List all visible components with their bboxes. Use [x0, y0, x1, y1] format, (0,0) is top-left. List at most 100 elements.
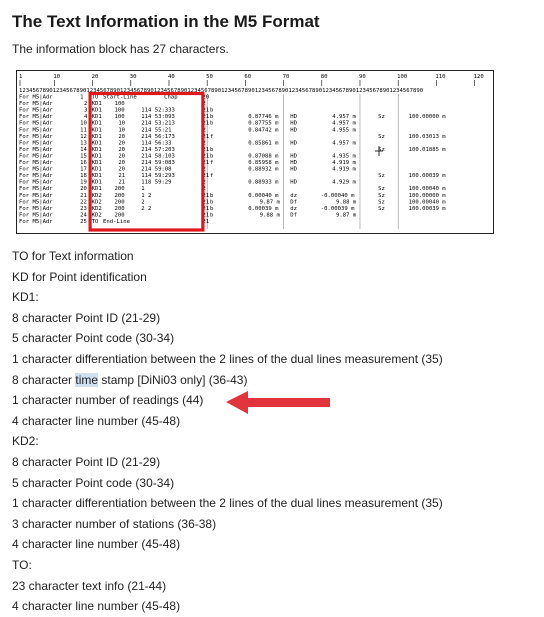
row-distance: 4.955 m	[332, 127, 356, 133]
row-time-stamp: 214 59:083	[141, 160, 175, 166]
row-number: 22	[80, 199, 87, 205]
row-distance: -0.00039 m	[321, 206, 355, 212]
ruler-number: 100	[397, 74, 407, 80]
row-unit: b	[210, 153, 214, 159]
row-code: KD2	[92, 199, 102, 205]
desc-line: 4 character line number (45-48)	[12, 537, 181, 552]
row-sz: Sz	[378, 193, 385, 199]
row-type: HD	[290, 140, 297, 146]
row-unit: b	[210, 199, 214, 205]
arrow-shape	[226, 391, 330, 414]
row-type: HD	[290, 153, 297, 159]
ruler-number: 50	[206, 74, 213, 80]
red-arrow-icon	[226, 391, 330, 414]
row-code: KD1	[92, 147, 102, 153]
intro-text: The information block has 27 characters.	[12, 42, 229, 56]
ruler-number: 90	[359, 74, 366, 80]
row-value: 100.00000 m	[409, 193, 447, 199]
row-field: 21	[202, 134, 209, 140]
desc-line: 5 character Point code (30-34)	[12, 331, 175, 346]
row-type: HD	[290, 121, 297, 127]
desc-line: TO for Text information	[12, 249, 134, 263]
row-number: 20	[80, 186, 87, 192]
desc-line: 5 character Point code (30-34)	[12, 475, 175, 490]
row-type: Df	[290, 199, 297, 205]
desc-text: stamp [DiNi03 only] (36-43)	[98, 372, 248, 387]
row-point-id: 20	[118, 147, 125, 153]
row-prefix: For M5|Adr	[19, 140, 53, 146]
row-code: KD1	[92, 160, 102, 166]
row-point-id: 100	[115, 101, 125, 107]
row-field: 21	[202, 199, 209, 205]
row-time-stamp: 214 59:08	[141, 167, 172, 173]
row-value: 100.00000 m	[409, 114, 447, 120]
selected-word[interactable]: time	[75, 372, 99, 387]
row-field: 21	[202, 206, 209, 212]
row-type: dz	[290, 206, 297, 212]
row-prefix: For M5|Adr	[19, 219, 53, 225]
row-code: KD1	[92, 186, 102, 192]
row-prefix: For M5|Adr	[19, 206, 53, 212]
desc-line: KD1:	[12, 290, 39, 305]
row-prefix: For M5|Adr	[19, 134, 53, 140]
row-point-id: 20	[118, 153, 125, 159]
row-unit: f	[210, 160, 213, 166]
desc-line: 4 character line number (45-48)	[12, 599, 181, 614]
row-prefix: For M5|Adr	[19, 173, 53, 179]
row-point-id: 200	[115, 186, 125, 192]
row-code: KD1	[92, 108, 102, 114]
row-field: 21	[202, 121, 209, 127]
row-unit: b	[210, 147, 214, 153]
row-value: 100.00039 m	[409, 173, 447, 179]
desc-line: 8 character Point ID (21-29)	[12, 454, 161, 469]
row-code: KD1	[92, 101, 102, 107]
ruler-number: 1	[19, 74, 22, 80]
row-number: 13	[80, 140, 87, 146]
row-field: 21	[202, 108, 209, 114]
row-value: 100.00040 m	[409, 199, 447, 205]
row-unit: f	[210, 173, 213, 179]
row-point-id: 10	[118, 121, 125, 127]
row-point-id: 10	[118, 127, 125, 133]
row-number: 10	[80, 121, 87, 127]
row-prefix: For M5|Adr	[19, 212, 53, 218]
row-sz: Sz	[378, 199, 385, 205]
row-distance: 4.919 m	[332, 160, 356, 166]
ruler-number: 30	[130, 74, 137, 80]
row-number: 12	[80, 134, 87, 140]
desc-text: 8 character	[12, 372, 76, 387]
red-frame	[88, 91, 205, 232]
page-title: The Text Information in the M5 Format	[12, 12, 320, 31]
row-time-stamp: 2 2	[141, 206, 151, 212]
row-point-id: 20	[118, 167, 125, 173]
row-prefix: For M5|Adr	[19, 160, 53, 166]
desc-line: 3 character number of stations (36-38)	[12, 516, 217, 531]
description-list: TO for Text information KD for Point ide…	[12, 246, 536, 617]
row-height: 0.00039 m	[248, 206, 279, 212]
row-number: 11	[80, 127, 87, 133]
row-prefix: For M5|Adr	[19, 153, 53, 159]
row-field: 21	[202, 219, 209, 225]
row-time-stamp: 214 57:203	[141, 147, 175, 153]
row-number: 16	[80, 160, 87, 166]
row-time-stamp: 114 59:293	[141, 173, 175, 179]
ruler-number: 10	[53, 74, 60, 80]
row-height: 9.87 m	[260, 199, 281, 205]
row-distance: 9.87 m	[336, 212, 357, 218]
desc-line-time-stamp: 8 character time stamp [DiNi03 only] (36…	[12, 370, 536, 391]
row-point-id: 200	[115, 193, 125, 199]
desc-line: 1 character differentiation between the …	[12, 351, 443, 366]
row-sz: Sz	[378, 186, 385, 192]
row-unit: b	[210, 206, 214, 212]
row-time-stamp: 1	[141, 186, 144, 192]
row-label: Start-Line	[103, 95, 137, 101]
row-point-id: 21	[118, 173, 125, 179]
row-number: 24	[80, 212, 87, 218]
row-height: 0.88932 m	[248, 167, 279, 173]
row-distance: 4.919 m	[332, 167, 356, 173]
row-time-stamp: 214 55:21	[141, 127, 171, 133]
row-field: 21	[202, 153, 209, 159]
row-code: KD1	[92, 153, 102, 159]
row-number: 15	[80, 153, 87, 159]
